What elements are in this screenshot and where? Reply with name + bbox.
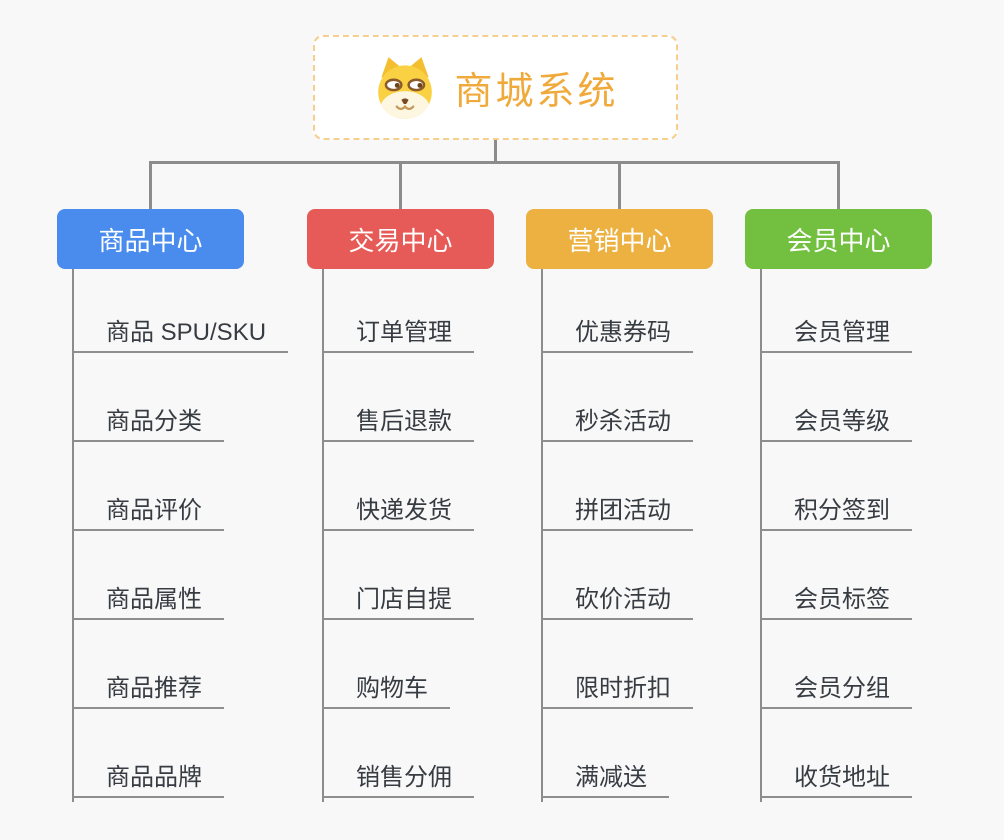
branch-marketing-center: 营销中心 优惠券码 秒杀活动 拼团活动 砍价活动 限时折扣 满减送 (526, 209, 786, 809)
connector-drop-1 (149, 161, 152, 209)
leaf-node[interactable]: 购物车 (322, 669, 450, 709)
leaf-node[interactable]: 订单管理 (322, 313, 474, 353)
dog-face-icon (372, 55, 438, 121)
leaf-node[interactable]: 会员分组 (760, 669, 912, 709)
leaf-node[interactable]: 限时折扣 (541, 669, 693, 709)
leaf-node[interactable]: 积分签到 (760, 491, 912, 531)
leaf-node[interactable]: 商品分类 (72, 402, 224, 442)
branch-node-product[interactable]: 商品中心 (57, 209, 244, 269)
connector-drop-3 (618, 161, 621, 209)
connector-drop-2 (399, 161, 402, 209)
connector-horizontal-bar (149, 161, 840, 164)
leaf-node[interactable]: 拼团活动 (541, 491, 693, 531)
leaf-node[interactable]: 会员管理 (760, 313, 912, 353)
leaf-node[interactable]: 商品推荐 (72, 669, 224, 709)
branch-connector-line (541, 269, 543, 802)
leaf-node[interactable]: 商品属性 (72, 580, 224, 620)
leaf-node[interactable]: 售后退款 (322, 402, 474, 442)
leaf-node[interactable]: 商品品牌 (72, 758, 224, 798)
leaf-node[interactable]: 会员标签 (760, 580, 912, 620)
branch-connector-line (760, 269, 762, 802)
leaf-node[interactable]: 商品 SPU/SKU (72, 313, 289, 353)
leaf-node[interactable]: 秒杀活动 (541, 402, 693, 442)
leaf-node[interactable]: 门店自提 (322, 580, 474, 620)
connector-root-stub (494, 140, 497, 164)
branch-connector-line (72, 269, 74, 802)
leaf-node[interactable]: 商品评价 (72, 491, 224, 531)
connector-drop-4 (837, 161, 840, 209)
leaf-node[interactable]: 快递发货 (322, 491, 474, 531)
branch-product-center: 商品中心 商品 SPU/SKU 商品分类 商品评价 商品属性 商品推荐 商品品牌 (57, 209, 317, 809)
branch-node-member[interactable]: 会员中心 (745, 209, 932, 269)
root-title: 商城系统 (454, 71, 619, 113)
leaf-node[interactable]: 收货地址 (760, 758, 912, 798)
branch-node-marketing[interactable]: 营销中心 (526, 209, 713, 269)
leaf-node[interactable]: 砍价活动 (541, 580, 693, 620)
branch-node-trade[interactable]: 交易中心 (307, 209, 494, 269)
leaf-node[interactable]: 会员等级 (760, 402, 912, 442)
branch-trade-center: 交易中心 订单管理 售后退款 快递发货 门店自提 购物车 销售分佣 (307, 209, 567, 809)
leaf-node[interactable]: 满减送 (541, 758, 669, 798)
root-node[interactable]: 商城系统 (313, 35, 678, 140)
leaf-node[interactable]: 销售分佣 (322, 758, 474, 798)
branch-member-center: 会员中心 会员管理 会员等级 积分签到 会员标签 会员分组 收货地址 (745, 209, 1004, 809)
branch-connector-line (322, 269, 324, 802)
leaf-node[interactable]: 优惠券码 (541, 313, 693, 353)
